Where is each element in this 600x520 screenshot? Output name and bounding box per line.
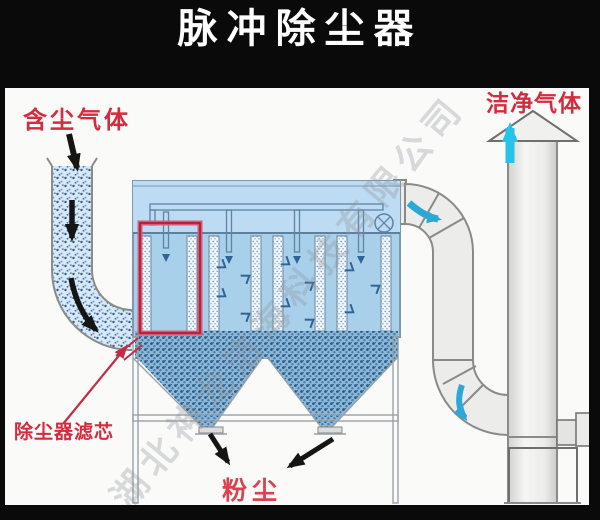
hopper-dust-texture — [268, 359, 397, 427]
duct-flow-arrow-bottom — [453, 384, 468, 422]
clean-gas-label: 洁净气体 — [486, 90, 582, 116]
stack-pipe — [507, 139, 558, 504]
blowpipe — [357, 209, 365, 253]
dust-label: 粉尘 — [222, 477, 282, 505]
inlet-flow-arrow — [66, 133, 81, 172]
dust-outlet-arrow-right — [286, 436, 335, 469]
blowpipe — [293, 209, 301, 253]
filter-cartridge-label: 除尘器滤芯 — [14, 420, 114, 443]
annotation-layer — [62, 122, 518, 469]
page-title: 脉冲除尘器 — [177, 7, 423, 51]
support-rail — [132, 414, 399, 422]
hopper-outlet — [198, 426, 224, 434]
duct-seam — [442, 365, 477, 385]
title-bar: 脉冲除尘器 — [0, 0, 600, 88]
nozzle-arrow — [162, 254, 170, 262]
inlet-pipe-inner-wall — [91, 166, 133, 311]
pipe-flow-arrow-bend — [68, 277, 99, 333]
support-frame — [132, 336, 399, 504]
filter-highlight-box-inner — [139, 222, 201, 334]
duct-flow-arrow-top — [406, 200, 442, 224]
blowpipe — [162, 211, 170, 249]
motor-box-outer — [575, 412, 589, 447]
duct-seam — [428, 217, 465, 239]
inlet-gas-label: 含尘气体 — [23, 106, 131, 134]
blowpipe — [225, 209, 233, 253]
nozzle-arrow — [293, 256, 301, 264]
duct-seam — [418, 192, 440, 229]
header-run — [149, 203, 384, 211]
pulse-header-pipe — [149, 203, 394, 264]
nozzle-arrow — [225, 256, 233, 264]
motor-box — [556, 419, 578, 446]
filter-cartridge — [380, 235, 392, 332]
baghouse-body — [132, 180, 401, 338]
diagram-panel: 湖北神龙洁海科技有限公司 含尘气体 洁净气体 除尘器滤芯 粉尘 — [5, 88, 589, 505]
outlet-duct — [393, 179, 509, 437]
pulse-dust-collector-diagram: 湖北神龙洁海科技有限公司 含尘气体 洁净气体 除尘器滤芯 粉尘 — [14, 88, 589, 505]
valve-cross — [377, 216, 391, 230]
filter-cartridge — [208, 235, 220, 332]
dust-outlet-arrow-left — [207, 432, 231, 466]
duct-drop — [433, 251, 473, 361]
pipe-mouth-flare — [46, 157, 53, 167]
hopper-outlet — [317, 426, 343, 434]
dust-layer-texture — [135, 331, 398, 359]
exhaust-stack — [485, 109, 589, 504]
pipe-mouth-flare — [91, 157, 98, 167]
filter-cartridge — [186, 235, 198, 332]
filter-callout-line — [62, 344, 128, 425]
dust-hoppers — [132, 331, 398, 435]
nozzle-arrow — [357, 256, 365, 264]
filter-callout-scribble — [115, 337, 143, 361]
hopper-dust-texture — [138, 359, 262, 427]
